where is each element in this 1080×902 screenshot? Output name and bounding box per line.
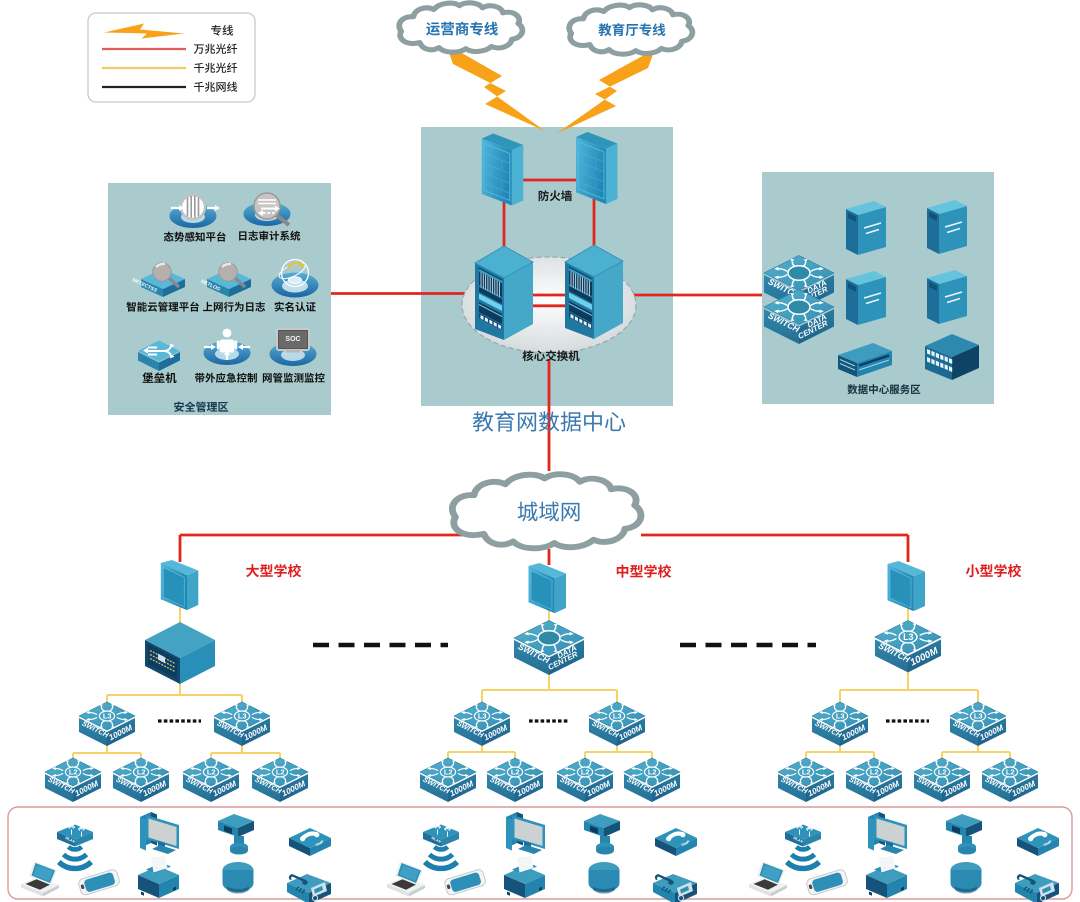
svg-text:L3: L3 bbox=[238, 712, 247, 721]
svg-text:SOC: SOC bbox=[285, 336, 300, 343]
svg-text:L2: L2 bbox=[69, 768, 78, 777]
svg-text:L2: L2 bbox=[581, 768, 590, 777]
svg-text:L2: L2 bbox=[511, 768, 520, 777]
svg-text:L2: L2 bbox=[870, 768, 879, 777]
svg-text:L2: L2 bbox=[938, 768, 947, 777]
svg-text:L3: L3 bbox=[974, 712, 983, 721]
svg-text:L2: L2 bbox=[802, 768, 811, 777]
svg-text:L2: L2 bbox=[207, 768, 216, 777]
svg-text:L3: L3 bbox=[836, 712, 845, 721]
svg-text:L2: L2 bbox=[276, 768, 285, 777]
svg-text:L3: L3 bbox=[103, 712, 112, 721]
svg-text:L2: L2 bbox=[1006, 768, 1015, 777]
svg-text:L2: L2 bbox=[444, 768, 453, 777]
svg-text:L2: L2 bbox=[648, 768, 657, 777]
svg-text:L3: L3 bbox=[613, 712, 622, 721]
svg-text:L3: L3 bbox=[478, 712, 487, 721]
svg-text:L2: L2 bbox=[137, 768, 146, 777]
svg-text:L3: L3 bbox=[903, 632, 913, 642]
